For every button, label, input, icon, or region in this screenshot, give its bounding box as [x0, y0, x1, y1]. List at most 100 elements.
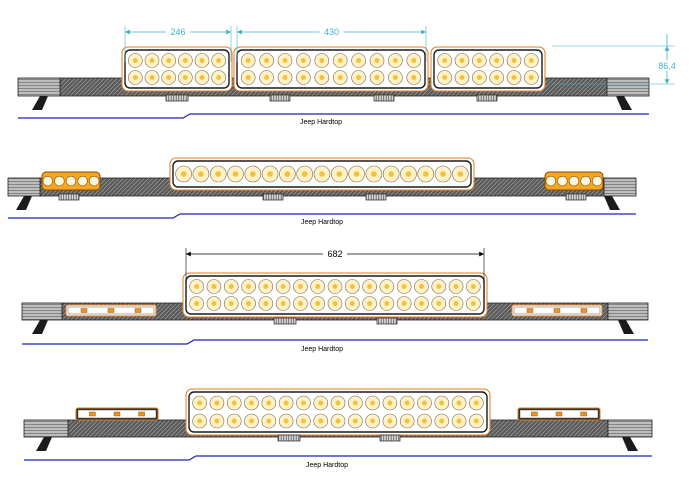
mount-foot: [618, 320, 634, 334]
mount-bracket-plate: [277, 434, 301, 442]
side-strip-led: [80, 308, 88, 313]
led-lens-core: [405, 171, 412, 177]
mount-bracket: [379, 434, 401, 442]
side-strip-led: [555, 411, 563, 417]
led-lens-core: [198, 171, 204, 177]
side-pod-led: [592, 175, 603, 187]
led-lens-core: [422, 400, 427, 406]
led-lens-core: [216, 58, 222, 63]
led-lens: [209, 395, 225, 411]
led-lens: [369, 53, 385, 68]
led-lens: [240, 53, 256, 68]
side-strip-led: [138, 411, 145, 417]
led-lens-core: [249, 418, 254, 424]
drawing-bar-2: Jeep Hardtop: [7, 157, 637, 226]
led-lens: [310, 296, 326, 311]
led-lens: [330, 413, 346, 429]
led-lens: [293, 279, 308, 294]
mount-bracket-plate: [373, 94, 395, 102]
side-pod-light: [544, 171, 604, 191]
drawing-caption: Jeep Hardtop: [306, 462, 348, 469]
led-lens: [310, 279, 326, 294]
led-lens-core: [494, 75, 500, 80]
led-lens: [206, 296, 222, 311]
led-lens: [347, 395, 363, 411]
dimension-label-bg: [319, 26, 344, 37]
side-strip-led: [531, 411, 538, 417]
led-lens: [365, 395, 380, 411]
dimension-label: 86.4: [658, 61, 676, 71]
led-lens-core: [266, 400, 272, 406]
led-lens: [189, 279, 204, 294]
led-lens: [327, 296, 343, 311]
led-lens-core: [335, 418, 341, 424]
side-strip-led: [553, 308, 561, 313]
led-lens-core: [319, 58, 325, 63]
led-lens-core: [297, 301, 303, 306]
led-lens-core: [387, 400, 393, 406]
mount-bracket-plate: [565, 193, 587, 201]
mount-foot-leg: [16, 196, 32, 210]
led-lens: [226, 395, 242, 411]
led-lens-core: [453, 284, 459, 289]
dimension-label-bg: [323, 248, 347, 259]
led-lens-core: [511, 75, 517, 80]
led-lens: [434, 165, 452, 183]
led-lens-core: [318, 400, 324, 406]
led-lens-core: [149, 75, 155, 80]
led-lens: [506, 53, 522, 68]
led-lens-core: [349, 301, 355, 306]
bar-end-cap-left: [21, 302, 63, 321]
mount-bracket: [373, 94, 395, 102]
led-lens: [524, 53, 539, 68]
led-lens: [223, 279, 239, 294]
bar-end-cap-left: [17, 77, 61, 97]
led-lens: [332, 53, 348, 68]
led-lens-core: [267, 171, 273, 177]
led-lens-core: [459, 75, 465, 80]
led-module-housing: [433, 49, 543, 89]
led-module: [182, 272, 488, 318]
led-lens: [365, 413, 380, 429]
led-lens: [434, 395, 450, 411]
led-lens: [347, 413, 363, 429]
led-lens: [344, 296, 360, 311]
led-lens-core: [283, 418, 289, 424]
mount-foot: [616, 96, 632, 110]
led-lens: [161, 70, 176, 85]
led-lens-core: [246, 284, 251, 289]
led-lens-core: [245, 75, 251, 80]
led-lens-core: [388, 171, 394, 177]
side-strip-light: [75, 407, 159, 421]
led-lens-core: [300, 400, 306, 406]
led-lens-core: [132, 75, 138, 80]
led-lens-core: [511, 58, 517, 63]
roof-mount-line: [24, 455, 652, 461]
led-lens: [469, 395, 484, 411]
dimension-label-bg: [166, 26, 190, 37]
led-lens: [489, 70, 504, 85]
led-lens: [382, 165, 400, 183]
mount-foot: [32, 96, 48, 110]
led-lens-core: [194, 301, 200, 306]
led-lens: [417, 165, 435, 183]
bar-end-cap-right: [607, 302, 649, 321]
led-lens: [396, 296, 412, 311]
mount-bracket: [565, 193, 587, 201]
led-lens: [261, 395, 277, 411]
side-strip-light: [511, 304, 603, 317]
led-lens: [296, 165, 314, 183]
led-lens-core: [439, 400, 445, 406]
led-lens: [209, 413, 225, 429]
led-lens: [128, 53, 143, 68]
led-lens: [406, 70, 422, 85]
led-lens: [175, 165, 192, 183]
led-lens: [259, 53, 274, 68]
side-strip-led: [580, 411, 587, 417]
led-lens: [313, 413, 329, 429]
led-lens-core: [264, 75, 270, 80]
led-lens: [277, 70, 293, 85]
led-lens-core: [528, 58, 534, 63]
led-lens: [296, 395, 311, 411]
